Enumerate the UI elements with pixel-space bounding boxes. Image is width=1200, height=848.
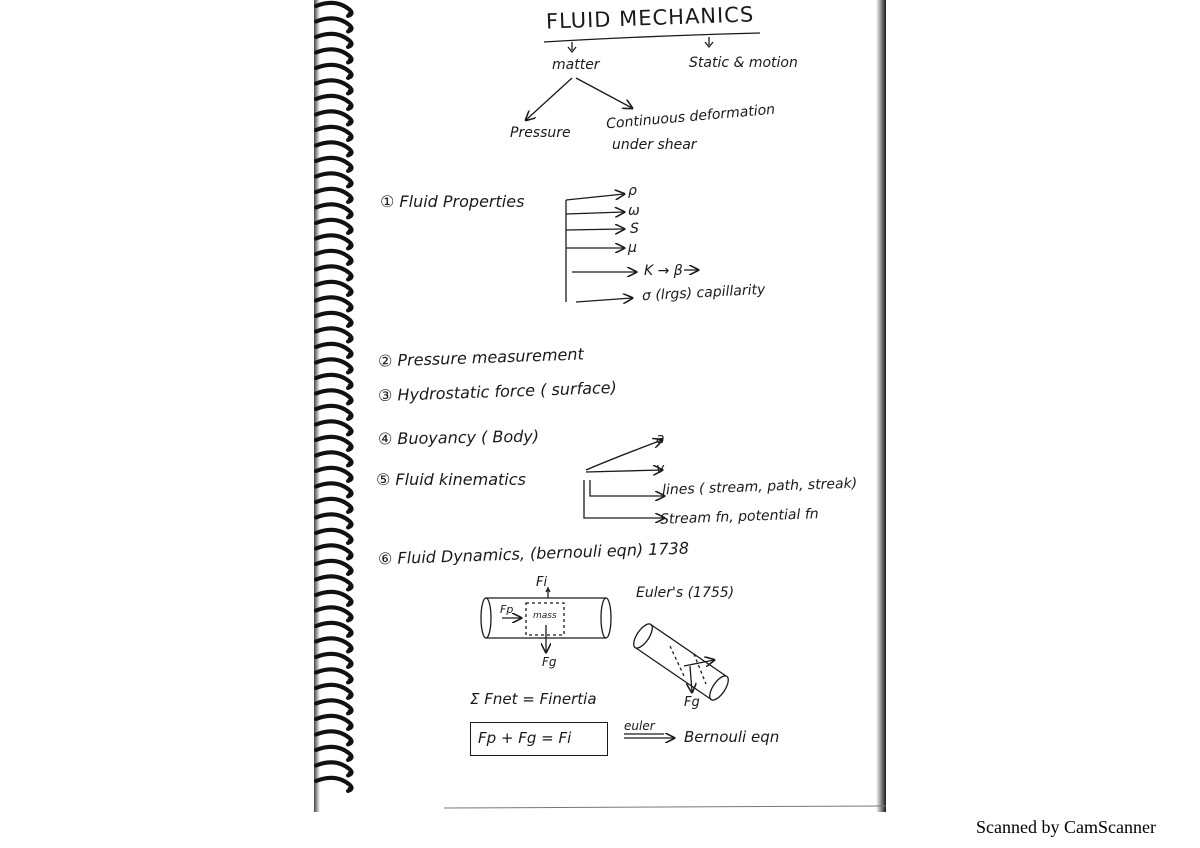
spiral-binding [314, 0, 354, 793]
spiral-hole [347, 197, 353, 203]
spiral-hole [347, 786, 353, 792]
pressure-label: Pressure [510, 125, 571, 141]
section-4-heading: ④ Buoyancy ( Body) [377, 426, 540, 449]
spiral-hole [347, 42, 353, 48]
branch-pressure [526, 77, 573, 120]
notebook-page: FLUID MECHANICS matter Static & motion P… [314, 0, 886, 812]
spiral-hole [347, 120, 353, 125]
spiral-hole [347, 89, 353, 94]
spiral-hole [347, 383, 353, 389]
spiral-hole [347, 244, 353, 249]
property-item: ρ [628, 183, 637, 199]
spiral-hole [347, 709, 353, 714]
page-bottom-edge [443, 805, 886, 809]
branch-static-motion: Static & motion [689, 55, 798, 71]
section-5-heading: ⑤ Fluid kinematics [376, 470, 526, 489]
bernoulli-label: Bernouli eqn [684, 728, 780, 746]
spiral-hole [347, 554, 353, 559]
kinematics-item: v [656, 461, 665, 477]
fg-label-pipe-2: Fg [684, 695, 700, 710]
spiral-hole [347, 399, 353, 404]
deformation-line-2: under shear [612, 137, 697, 153]
page-left-shadow [314, 0, 320, 812]
spiral-hole [347, 104, 353, 110]
property-item: S [630, 221, 639, 237]
spiral-hole [347, 647, 353, 652]
spiral-hole [347, 740, 353, 745]
spiral-hole [347, 11, 353, 17]
spiral-hole [347, 228, 353, 234]
sketch-lines [443, 32, 886, 809]
scanner-watermark: Scanned by CamScanner [976, 817, 1156, 837]
spiral-hole [347, 600, 353, 606]
euler-arrow-label: euler [624, 719, 655, 733]
spiral-hole [347, 135, 353, 141]
spiral-hole [347, 569, 353, 575]
spiral-hole [347, 275, 353, 280]
property-item: K → β [644, 263, 683, 279]
spiral-hole [347, 771, 353, 776]
property-item: ω [628, 203, 640, 219]
spiral-hole [347, 73, 353, 79]
spiral-hole [347, 724, 353, 730]
spiral-hole [347, 414, 353, 420]
spiral-hole [347, 58, 353, 63]
boxed-equation: Fp + Fg = Fi [478, 729, 572, 747]
spiral-hole [347, 678, 353, 683]
section-1-heading: ① Fluid Properties [380, 192, 525, 211]
spiral-hole [347, 213, 353, 218]
spiral-hole [347, 430, 353, 435]
spiral-hole [347, 182, 353, 187]
page-right-shadow [876, 0, 886, 812]
spiral-hole [347, 662, 353, 668]
spiral-hole [347, 337, 353, 342]
fg-label-pipe-1: Fg [542, 655, 557, 669]
spiral-hole [347, 368, 353, 373]
spiral-hole [347, 290, 353, 296]
eulers-label: Euler's (1755) [636, 585, 735, 601]
spiral-hole [347, 616, 353, 621]
branch-matter: matter [552, 57, 600, 73]
spiral-hole [347, 538, 353, 544]
spiral-hole [347, 631, 353, 637]
spiral-hole [347, 166, 353, 172]
pipe-tilted [635, 623, 727, 701]
mass-label: mass [533, 611, 557, 621]
property-item: μ [628, 240, 637, 256]
branch-deformation [575, 77, 632, 108]
spiral-hole [347, 461, 353, 466]
spiral-hole [347, 585, 353, 590]
title-underline [543, 32, 761, 43]
spiral-hole [347, 507, 353, 513]
spiral-hole [347, 321, 353, 327]
spiral-hole [347, 27, 353, 32]
spiral-hole [347, 492, 353, 497]
spiral-hole [347, 445, 353, 451]
down-arrow-left-icon [567, 42, 577, 54]
spiral-hole [347, 755, 353, 761]
fi-label: Fi [536, 575, 548, 590]
fp-label: Fp [500, 603, 514, 616]
sum-force-equation: Σ Fnet = Finertia [470, 690, 597, 708]
down-arrow-right-icon [704, 37, 714, 49]
spiral-hole [347, 306, 353, 311]
spiral-hole [347, 693, 353, 699]
spiral-hole [347, 352, 353, 358]
spiral-hole [347, 523, 353, 528]
spiral-hole [347, 259, 353, 265]
spiral-hole [347, 476, 353, 482]
spiral-hole [347, 151, 353, 156]
equation-box [470, 722, 608, 756]
kinematics-item: a [656, 431, 665, 447]
